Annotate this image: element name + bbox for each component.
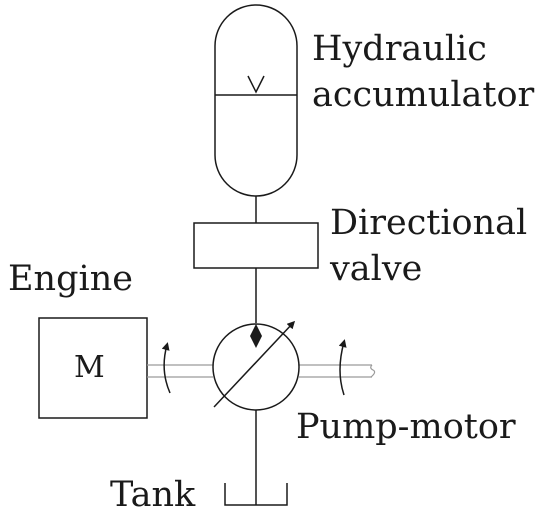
hydraulic-accumulator xyxy=(214,4,298,197)
pump-flow-triangle-down xyxy=(250,336,262,348)
rotation-arc-left xyxy=(161,342,171,394)
valve-label-line2: valve xyxy=(330,249,423,289)
valve-label-line1: Directional xyxy=(330,203,528,243)
variable-displacement-arrow xyxy=(213,320,296,408)
tank xyxy=(224,483,288,506)
tank-label: Tank xyxy=(110,475,196,515)
engine-block xyxy=(38,317,148,419)
pump-motor-label: Pump-motor xyxy=(296,407,516,447)
accumulator-label-line1: Hydraulic xyxy=(312,29,487,69)
rotation-arc-right xyxy=(338,339,347,396)
motor-symbol: M xyxy=(74,350,105,385)
pump-flow-triangle-up xyxy=(250,324,262,336)
engine-label: Engine xyxy=(8,259,133,299)
accumulator-label-line2: accumulator xyxy=(312,75,535,115)
directional-valve xyxy=(193,222,319,269)
drive-shaft xyxy=(147,364,376,378)
